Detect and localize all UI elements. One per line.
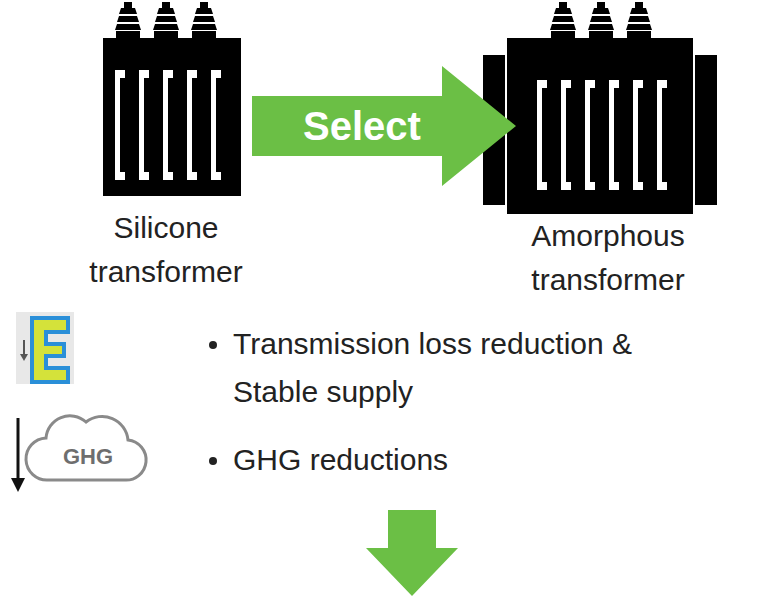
amorphous-transformer-icon (483, 2, 717, 214)
down-arrow (366, 510, 458, 596)
benefit-text: GHG reductions (205, 436, 683, 484)
energy-icon (16, 312, 74, 384)
ghg-cloud-icon (11, 416, 146, 492)
silicone-transformer-icon (103, 2, 241, 196)
node-label: Amorphous transformer (478, 214, 738, 302)
node-label: Silicone transformer (36, 206, 296, 294)
benefit-text: Transmission loss reduction & Stable sup… (205, 320, 683, 416)
select-arrow: Select (252, 66, 516, 186)
transformer-label: Silicone transformer (36, 206, 296, 294)
icon-text: GHG (63, 444, 113, 470)
arrow-label: Select (303, 102, 421, 150)
transformer-label: Amorphous transformer (478, 214, 738, 302)
